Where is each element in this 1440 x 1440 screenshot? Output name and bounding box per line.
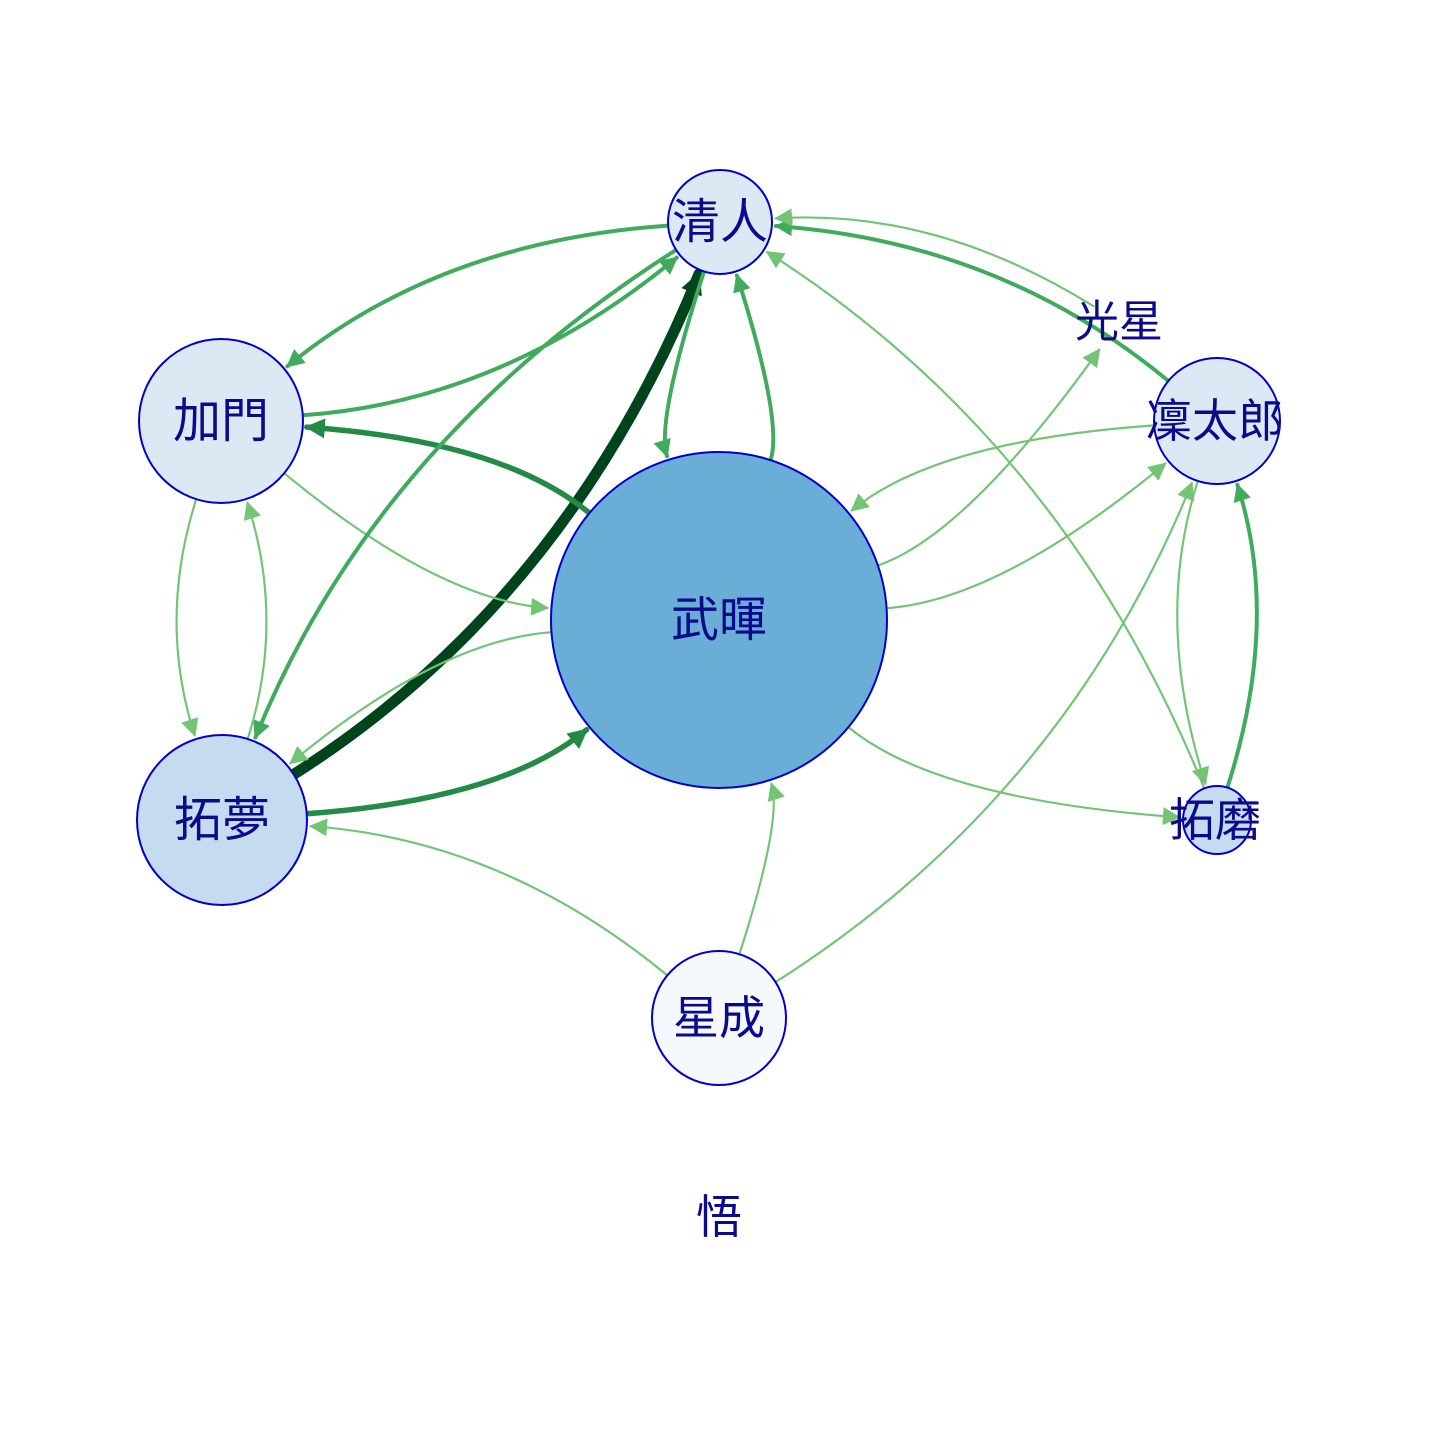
edge-xingcheng-to-lintailang: [774, 481, 1195, 984]
node-lintailang[interactable]: 凜太郎: [1146, 357, 1284, 485]
node-tuomeng-label: 拓夢: [174, 792, 270, 848]
nodes-layer: 清人 加門 武暉 拓夢 光星 凜太郎 拓磨 星成 悟: [136, 169, 1284, 1244]
edge-wuhui-to-guangxing: [876, 348, 1101, 567]
edge-tuomo-to-lintailang: [1225, 482, 1259, 790]
node-wuhui[interactable]: 武暉: [550, 451, 888, 789]
edge-wuhui-to-tuomo: [847, 726, 1181, 826]
edge-tuomo-to-qingren: [765, 251, 1206, 790]
edge-jiamen-to-wuhui: [283, 472, 550, 616]
node-jiamen[interactable]: 加門: [138, 338, 304, 504]
edge-lintailang-to-wuhui: [850, 424, 1156, 512]
node-xingcheng[interactable]: 星成: [651, 950, 787, 1086]
node-tuomeng-circle: [136, 734, 308, 906]
node-qingren-label: 清人: [672, 194, 768, 250]
edge-wuhui-to-tuomeng: [289, 631, 553, 765]
edge-guangxing-to-qingren: [774, 208, 1095, 308]
edge-jiamen-to-qingren: [300, 255, 679, 418]
node-guangxing-label: 光星: [1075, 297, 1163, 348]
edge-tuomeng-to-qingren: [288, 268, 705, 780]
edge-xingcheng-to-wuhui: [738, 782, 785, 956]
node-qingren-circle: [667, 169, 773, 275]
edge-lintailang-to-qingren: [773, 218, 1171, 383]
node-wu[interactable]: 悟: [696, 1190, 742, 1244]
edge-wuhui-to-qingren: [733, 273, 776, 463]
edge-xingcheng-to-tuomeng: [309, 818, 669, 977]
node-lintailang-circle: [1153, 357, 1281, 485]
edge-tuomeng-to-wuhui: [304, 727, 590, 817]
edge-qingren-to-wuhui: [653, 269, 706, 459]
edge-qingren-to-tuomeng: [253, 247, 679, 740]
edge-qingren-to-jiamen: [285, 223, 671, 369]
node-wuhui-circle: [550, 451, 888, 789]
node-jiamen-label: 加門: [173, 393, 269, 449]
node-lintailang-label: 凜太郎: [1146, 394, 1284, 448]
node-tuomo[interactable]: 拓磨: [1169, 785, 1261, 855]
node-wuhui-label: 武暉: [671, 592, 767, 648]
edge-wuhui-to-jiamen: [304, 418, 593, 516]
node-jiamen-circle: [138, 338, 304, 504]
edges-layer: [175, 208, 1259, 984]
node-guangxing[interactable]: 光星: [1075, 297, 1163, 348]
node-xingcheng-circle: [651, 950, 787, 1086]
node-tuomeng[interactable]: 拓夢: [136, 734, 308, 906]
node-tuomo-circle: [1182, 785, 1252, 855]
edge-lintailang-to-tuomo: [1176, 479, 1210, 786]
node-xingcheng-label: 星成: [673, 991, 765, 1045]
edge-wuhui-to-lintailang: [885, 462, 1167, 610]
node-qingren[interactable]: 清人: [667, 169, 773, 275]
node-tuomo-label: 拓磨: [1169, 793, 1261, 847]
edge-jiamen-to-tuomeng: [175, 498, 199, 738]
edge-tuomeng-to-jiamen: [243, 501, 268, 741]
node-wu-label: 悟: [696, 1190, 742, 1244]
